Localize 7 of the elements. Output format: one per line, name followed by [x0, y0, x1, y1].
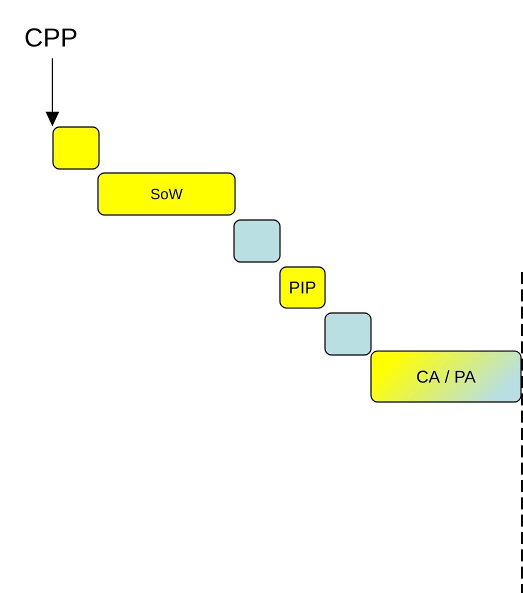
empty-step-box	[52, 126, 100, 170]
start-label: CPP	[26, 28, 76, 47]
empty-step-box	[233, 219, 281, 263]
step-box: SoW	[97, 172, 236, 216]
empty-step-box	[324, 312, 372, 356]
step-box: PIP	[279, 266, 326, 309]
step-box: CA / PA	[370, 350, 522, 403]
